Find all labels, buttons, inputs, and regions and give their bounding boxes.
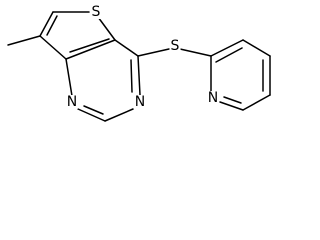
bond-py-c2-c3 bbox=[210, 39, 244, 57]
bond-c7-c3a bbox=[39, 35, 67, 60]
atom-label-n-pyridine: N bbox=[206, 90, 220, 106]
bond-c3a-c7a-inner bbox=[69, 38, 110, 53]
bond-py-c5-c6 bbox=[242, 94, 271, 111]
bond-c2-n1-inner bbox=[83, 105, 104, 115]
molecule-drawing bbox=[7, 11, 271, 122]
atom-label-s-thioether: S bbox=[169, 38, 181, 54]
atom-label-s-thiophene: S bbox=[90, 4, 102, 20]
bond-c4-n3 bbox=[137, 55, 141, 96]
bond-s-pyridine bbox=[179, 48, 212, 57]
bond-c2-n1 bbox=[77, 108, 106, 122]
bond-py-c6-n-inner bbox=[223, 96, 242, 104]
bond-c3a-c7a bbox=[65, 39, 116, 60]
bond-c7a-c4 bbox=[114, 39, 139, 57]
bond-py-c6-n bbox=[219, 101, 244, 111]
atom-label-n-pyrimidine-right: N bbox=[133, 94, 147, 110]
bond-methyl bbox=[7, 35, 41, 46]
atom-label-n-pyrimidine-left: N bbox=[65, 94, 79, 110]
bond-c7-c6 bbox=[39, 11, 54, 37]
bond-n3-c2 bbox=[104, 108, 134, 122]
bond-c4-s bbox=[137, 48, 170, 57]
structure-canvas: S S N N N bbox=[0, 0, 283, 130]
bond-c4-n3-inner bbox=[130, 59, 133, 93]
bond-c6-c6-inner bbox=[46, 15, 58, 36]
bond-py-c2-c3-inner bbox=[215, 47, 243, 63]
bond-n1-c3a bbox=[65, 58, 73, 97]
bond-py-c3-c4 bbox=[242, 39, 271, 57]
bond-s-c7a bbox=[97, 16, 116, 41]
